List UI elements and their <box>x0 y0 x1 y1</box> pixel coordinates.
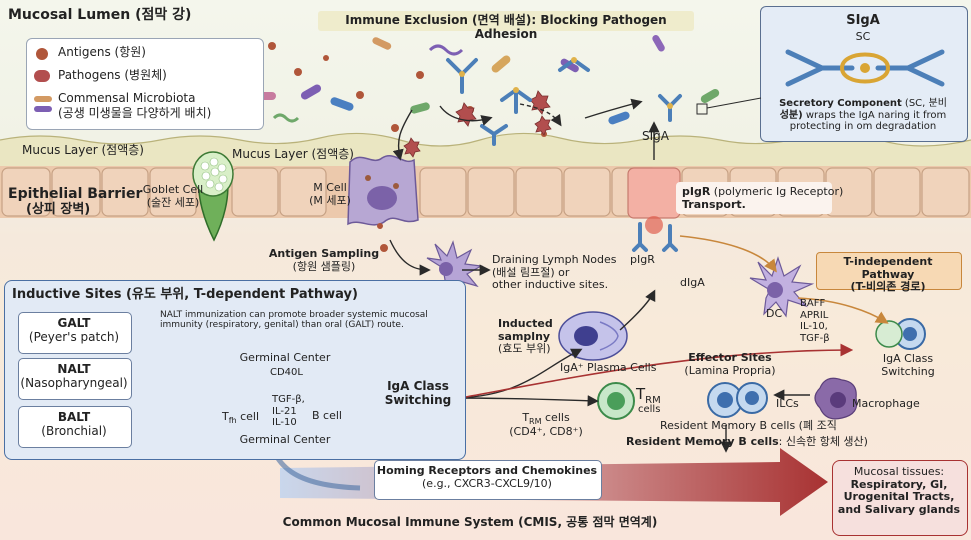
galt-box <box>18 312 132 354</box>
mucus-layer-label-left: Mucus Layer (점액층) <box>22 143 144 157</box>
balt-label: BALT(Bronchial) <box>41 410 107 438</box>
j-chain-marks <box>459 57 673 109</box>
pigr-small-label: pIgR <box>630 253 655 266</box>
t-independent-label: T-independent Pathway(T-비의존 경로) <box>843 255 933 294</box>
dc-label-right: DC <box>766 307 783 320</box>
pathogen-icon <box>34 70 50 82</box>
cmis-label: Common Mucosal Immune System (CMIS, 공통 점… <box>282 515 658 529</box>
nalt-box <box>18 358 132 400</box>
b-cell-label: B cell <box>312 409 342 422</box>
trm-cell <box>597 382 635 420</box>
goblet-label: Goblet Cell(술잔 세포) <box>142 183 204 209</box>
m-cell-label: M Cell(M 세포) <box>309 181 351 207</box>
nalt-label: NALT(Nasopharyngeal) <box>20 362 128 390</box>
inset-pointer <box>696 97 762 115</box>
pigr-label-bg <box>676 182 832 214</box>
exclusion-banner <box>318 11 694 31</box>
macrophage-label: Macrophage <box>852 397 920 410</box>
epithelial-title: Epithelial Barrier <box>8 186 143 202</box>
mucosal-tissues-box <box>832 460 968 536</box>
nalt-note: NALT immunization can promote broader sy… <box>160 310 428 331</box>
pigr-label: pIgR (polymeric Ig Receptor)Transport. <box>682 185 844 211</box>
transcytosis-cell <box>627 167 681 219</box>
cd40l-label: CD40L <box>270 367 303 378</box>
resident-memory-b-label-2: Resident Memory B cells: 신속한 항체 생산) <box>626 435 868 448</box>
resident-b-cells <box>707 382 768 418</box>
plasma-cells-label: IgA⁺ Plasma Cells <box>560 361 657 374</box>
siga-inset <box>760 6 968 142</box>
balt-box <box>18 406 132 448</box>
t-independent-arrows <box>679 235 889 324</box>
antigen-sampling-label: Antigen Sampling(항원 샘플링) <box>268 247 380 273</box>
trm-cells-label-small: TRM cells(CD4⁺, CD8⁺) <box>509 411 583 439</box>
siga-structure-icon <box>785 49 945 87</box>
germinal-center-top-label: Germinal Center <box>239 351 331 364</box>
ilcs-label: ILCs <box>776 397 799 410</box>
mucosal-tissues-label: Mucosal tissues: Respiratory, GI, Urogen… <box>837 465 961 516</box>
macrophage <box>814 377 858 420</box>
galt-label: GALT(Peyer's patch) <box>28 316 120 344</box>
germinal-center-bottom-label: Germinal Center <box>239 433 331 446</box>
goblet-cell <box>192 151 234 242</box>
trm-cells-label-large-2: cells <box>638 404 661 415</box>
tfh-label: Tfh cell <box>222 410 260 426</box>
trm-cells-label-large: TRM <box>636 385 661 406</box>
effector-sites-label: Effector Sites(Lamina Propria) <box>684 351 776 377</box>
inductive-sites-title: Inductive Sites (유도 부위, T-dependent Path… <box>12 287 358 302</box>
siga-inset-title: SIgA <box>846 13 880 28</box>
legend-commensal-2: (공생 미생물을 다양하게 배치) <box>58 106 212 120</box>
legend-commensal-1: Commensal Microbiota <box>58 91 196 105</box>
m-cell <box>347 155 419 226</box>
mucus-layer <box>0 133 971 168</box>
siga-inset-caption: Secretory Component (SC, 분비 성분) wraps th… <box>779 98 947 132</box>
commensal-microbes <box>258 34 720 125</box>
plasma-cell <box>558 311 628 361</box>
legend-pathogens: Pathogens (병원체) <box>58 68 167 82</box>
resident-memory-b-label: Resident Memory B cells (폐 조직 <box>660 419 837 432</box>
commensal-icon <box>34 96 52 102</box>
siga-label: SIgA <box>642 129 669 143</box>
effector-arrow <box>459 343 854 399</box>
b-cell-right <box>875 318 926 350</box>
mucus-layer-label-mid: Mucus Layer (점액층) <box>232 147 354 161</box>
exclusion-title: Immune Exclusion (면역 배설): Blocking Patho… <box>345 13 667 41</box>
commensal-icon-2 <box>34 106 52 112</box>
lumen-title: Mucosal Lumen (점막 강) <box>8 7 192 23</box>
diga-label: dIgA <box>680 276 705 289</box>
homing-label: Homing Receptors and Chemokines(e.g., CX… <box>376 464 598 490</box>
legend-box <box>26 38 264 130</box>
legend-antigens: Antigens (항원) <box>58 45 146 59</box>
antigen-icon <box>36 48 48 60</box>
t-independent-box <box>816 252 962 290</box>
flow-arrows <box>155 98 810 453</box>
epithelial-subtitle: (상피 장벽) <box>26 202 91 217</box>
siga-inset-sc: SC <box>855 30 871 43</box>
homing-box <box>374 460 602 500</box>
